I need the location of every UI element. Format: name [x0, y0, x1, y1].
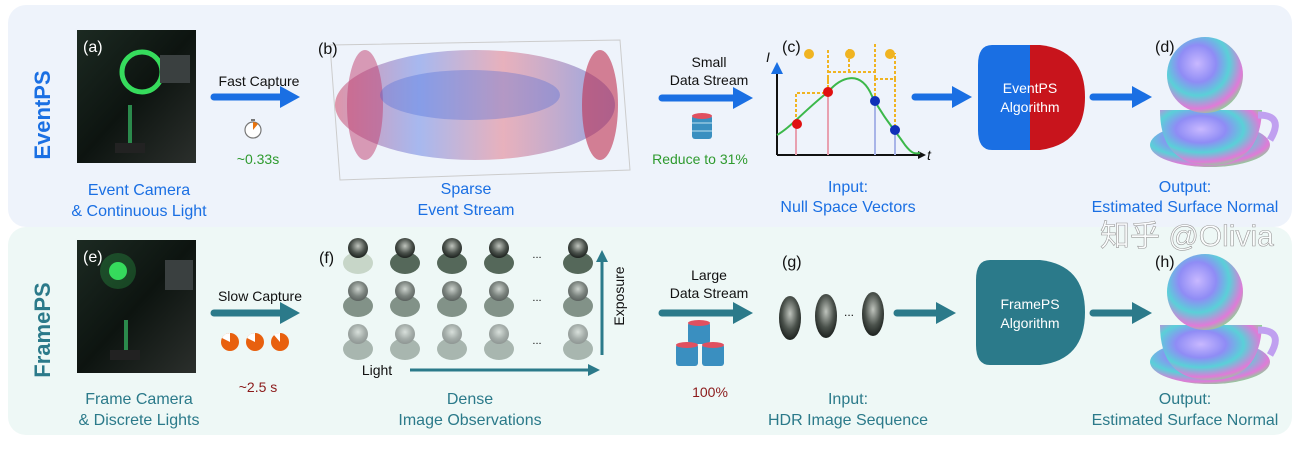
database-icon	[692, 113, 712, 139]
panel-f-tag: (f)	[319, 250, 334, 267]
event-stream-volume	[329, 39, 631, 181]
panel-a-caption-2: & Continuous Light	[71, 203, 207, 220]
panel-h-caption-2: Estimated Surface Normal	[1092, 412, 1279, 429]
exposure-axis-label: Exposure	[611, 266, 627, 325]
observation-thumbnail	[437, 324, 467, 360]
frameps-row-label: FramePS	[30, 282, 55, 377]
observation-thumbnail	[343, 324, 373, 360]
observation-thumbnail	[484, 238, 514, 274]
small-stream-label-1: Small	[691, 54, 726, 70]
reduction-label: Reduce to 31%	[652, 151, 748, 167]
fast-capture-time: ~0.33s	[237, 151, 279, 167]
panel-a-caption-1: Event Camera	[88, 182, 190, 199]
stopwatch-icon	[221, 332, 289, 351]
image-observation-grid	[343, 238, 593, 360]
small-stream-arrowhead	[733, 87, 753, 109]
light-axis-label: Light	[362, 362, 392, 378]
hdr-image-sequence	[779, 292, 884, 340]
null-space-chart	[771, 42, 926, 159]
panel-h-caption-1: Output:	[1159, 391, 1211, 408]
grid-ellipsis-1: ...	[532, 249, 541, 261]
light-axis-arrowhead	[588, 364, 600, 376]
frame-camera-photo	[77, 240, 196, 373]
chart-x-axis-label: t	[927, 147, 932, 163]
frameps-panel	[8, 227, 1292, 435]
data-size-label: 100%	[692, 384, 728, 400]
observation-thumbnail	[437, 281, 467, 317]
to-output-d-arrowhead	[1132, 86, 1152, 108]
frameps-algorithm-block	[976, 260, 1085, 365]
to-eventps-arrowhead	[952, 86, 972, 108]
panel-d-caption-2: Estimated Surface Normal	[1092, 199, 1279, 216]
panel-d-tag: (d)	[1155, 39, 1175, 56]
observation-thumbnail	[563, 238, 593, 274]
eventps-panel	[8, 5, 1292, 227]
observation-thumbnail	[390, 281, 420, 317]
surface-normal-output-h	[1150, 254, 1279, 384]
panel-b-tag: (b)	[318, 41, 338, 58]
panel-g-caption-1: Input:	[828, 391, 868, 408]
observation-thumbnail	[437, 238, 467, 274]
surface-normal-output-d	[1150, 37, 1279, 167]
panel-d-caption-1: Output:	[1159, 179, 1211, 196]
hdr-ellipsis: ...	[844, 305, 854, 319]
observation-thumbnail	[390, 238, 420, 274]
eventps-algorithm-line-1: EventPS	[1003, 80, 1057, 96]
panel-f-caption-1: Dense	[447, 391, 493, 408]
panel-f-caption-2: Image Observations	[398, 412, 541, 429]
observation-thumbnail	[484, 281, 514, 317]
grid-ellipsis-3: ...	[532, 335, 541, 347]
watermark: 知乎 @Olivia	[1100, 220, 1274, 253]
slow-capture-label: Slow Capture	[218, 288, 302, 304]
frameps-algorithm-line-1: FramePS	[1000, 296, 1059, 312]
eventps-algorithm-line-2: Algorithm	[1000, 99, 1059, 115]
slow-capture-arrowhead	[280, 302, 300, 324]
slow-capture-time: ~2.5 s	[239, 379, 278, 395]
panel-b-caption-2: Event Stream	[418, 202, 515, 219]
eventps-row-label: EventPS	[30, 70, 55, 159]
observation-thumbnail	[343, 281, 373, 317]
observation-thumbnail	[484, 324, 514, 360]
exposure-axis-arrowhead	[596, 250, 608, 262]
database-stack-icon	[676, 320, 724, 366]
large-stream-arrowhead	[733, 302, 753, 324]
grid-ellipsis-2: ...	[532, 292, 541, 304]
fast-capture-label: Fast Capture	[219, 73, 300, 89]
to-output-h-arrowhead	[1132, 302, 1152, 324]
panel-a-tag: (a)	[83, 39, 103, 56]
observation-thumbnail	[390, 324, 420, 360]
panel-g-caption-2: HDR Image Sequence	[768, 412, 928, 429]
event-camera-photo	[77, 30, 196, 163]
panel-c-caption-1: Input:	[828, 179, 868, 196]
stopwatch-icon	[244, 119, 262, 139]
panel-h-tag: (h)	[1155, 254, 1175, 271]
chart-y-axis-label: I	[766, 49, 770, 65]
observation-thumbnail	[563, 324, 593, 360]
panel-c-tag: (c)	[782, 39, 801, 56]
small-stream-label-2: Data Stream	[670, 72, 749, 88]
large-stream-label-2: Data Stream	[670, 285, 749, 301]
eventps-algorithm-block	[978, 45, 1085, 150]
frameps-algorithm-line-2: Algorithm	[1000, 315, 1059, 331]
large-stream-label-1: Large	[691, 267, 727, 283]
observation-thumbnail	[343, 238, 373, 274]
panel-e-caption-1: Frame Camera	[85, 391, 193, 408]
fast-capture-arrowhead	[280, 86, 300, 108]
panel-g-tag: (g)	[782, 254, 802, 271]
observation-thumbnail	[563, 281, 593, 317]
panel-e-caption-2: & Discrete Lights	[79, 412, 200, 429]
panel-b-caption-1: Sparse	[441, 181, 492, 198]
panel-e-tag: (e)	[83, 249, 103, 266]
to-frameps-arrowhead	[936, 302, 956, 324]
panel-c-caption-2: Null Space Vectors	[780, 199, 915, 216]
